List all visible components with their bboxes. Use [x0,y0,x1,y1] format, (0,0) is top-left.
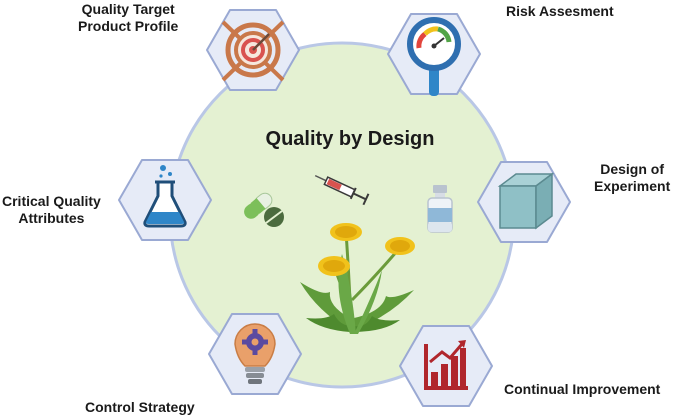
dandelion-plant-icon [300,223,415,334]
label-line: Critical Quality [2,193,101,209]
label-doe: Design of Experiment [594,161,670,195]
label-line: Continual Improvement [504,381,661,397]
diagram-title: Quality by Design [265,128,435,150]
capsule-pill-icon [244,192,284,227]
hex-node-ci [399,325,493,407]
vial-icon [427,185,453,233]
hex-node-qtpp [206,9,300,91]
cube-icon [497,172,555,230]
gauge-magnifier-icon [407,17,461,96]
label-line: Risk Assesment [506,3,614,19]
hex-node-cqa [118,159,212,241]
hex-node-cs [208,313,302,395]
label-line: Product Profile [78,18,179,34]
target-icon [221,20,285,82]
label-qtpp: Quality Target Product Profile [78,1,178,35]
label-cqa: Critical Quality Attributes [2,193,101,227]
bar-chart-growth-icon [424,340,468,390]
label-line: Control Strategy [85,399,195,415]
lightbulb-gear-icon [234,323,276,384]
hex-node-doe [477,161,571,243]
hex-node-risk [387,13,481,96]
label-ci: Continual Improvement [504,381,660,398]
label-line: Experiment [594,178,671,194]
label-risk: Risk Assesment [506,3,614,20]
label-line: Quality Target [81,1,175,17]
syringe-icon [314,174,370,206]
label-cs: Control Strategy [85,399,195,416]
flask-icon [143,165,187,228]
label-line: Attributes [18,210,85,226]
label-line: Design of [600,161,665,177]
